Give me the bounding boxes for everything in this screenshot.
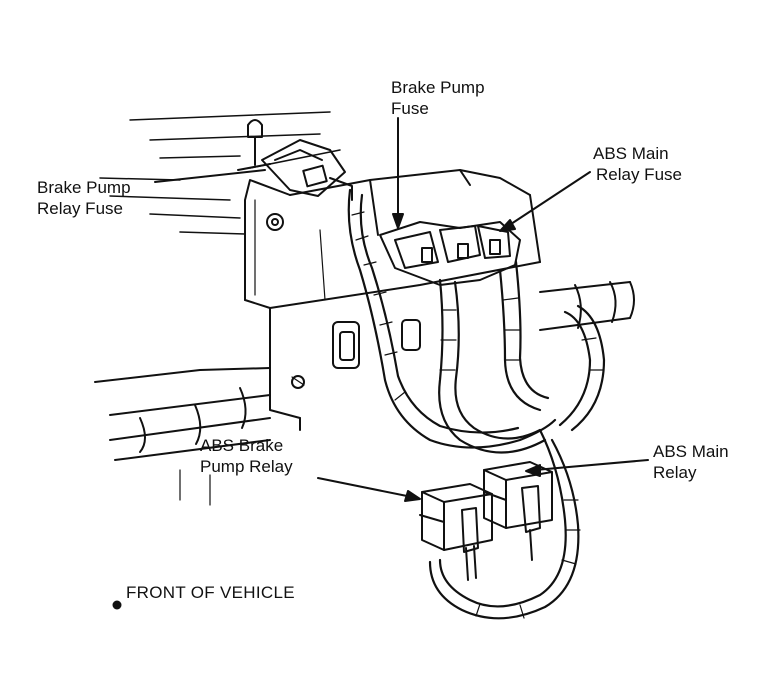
leader-lines [154,117,649,502]
label-line: ABS Main [593,144,669,163]
mounting-bracket [244,169,541,431]
leader-abs-main-relay-fuse [507,171,591,227]
mounting-bolt [237,119,271,171]
label-line: ABS Main [653,442,729,461]
brake-pump-relay-fuse-connector [261,139,353,201]
leader-brake-pump-relay-fuse [154,169,266,183]
label-abs-main-relay-fuse: ABS Main Relay Fuse [593,143,682,185]
panel-hatching [99,111,341,235]
label-line: Brake Pump [37,178,131,197]
label-line: Fuse [391,99,429,118]
wiring-harness [347,188,606,620]
label-line: Relay Fuse [596,165,682,184]
label-brake-pump-fuse: Brake Pump Fuse [391,77,485,119]
label-line: Relay [653,463,697,482]
leader-abs-main-relay [534,459,649,471]
front-marker-dot-icon [112,600,122,610]
label-line: Pump Relay [200,457,293,476]
abs-main-relay-body [483,461,553,561]
tubular-frame-right [539,281,635,331]
label-line: Relay Fuse [37,199,123,218]
label-front-of-vehicle: FRONT OF VEHICLE [126,583,295,602]
abs-brake-pump-relay-body [419,483,493,581]
label-abs-main-relay: ABS Main Relay [653,441,729,483]
label-abs-brake-pump-relay: ABS Brake Pump Relay [200,435,293,477]
leader-abs-brake-pump-relay [317,477,413,498]
label-line: Brake Pump [391,78,485,97]
label-line: ABS Brake [200,436,284,455]
tubular-frame-left [94,367,271,506]
fuse-holder-block [379,221,521,286]
label-brake-pump-relay-fuse: Brake Pump Relay Fuse [37,177,131,219]
